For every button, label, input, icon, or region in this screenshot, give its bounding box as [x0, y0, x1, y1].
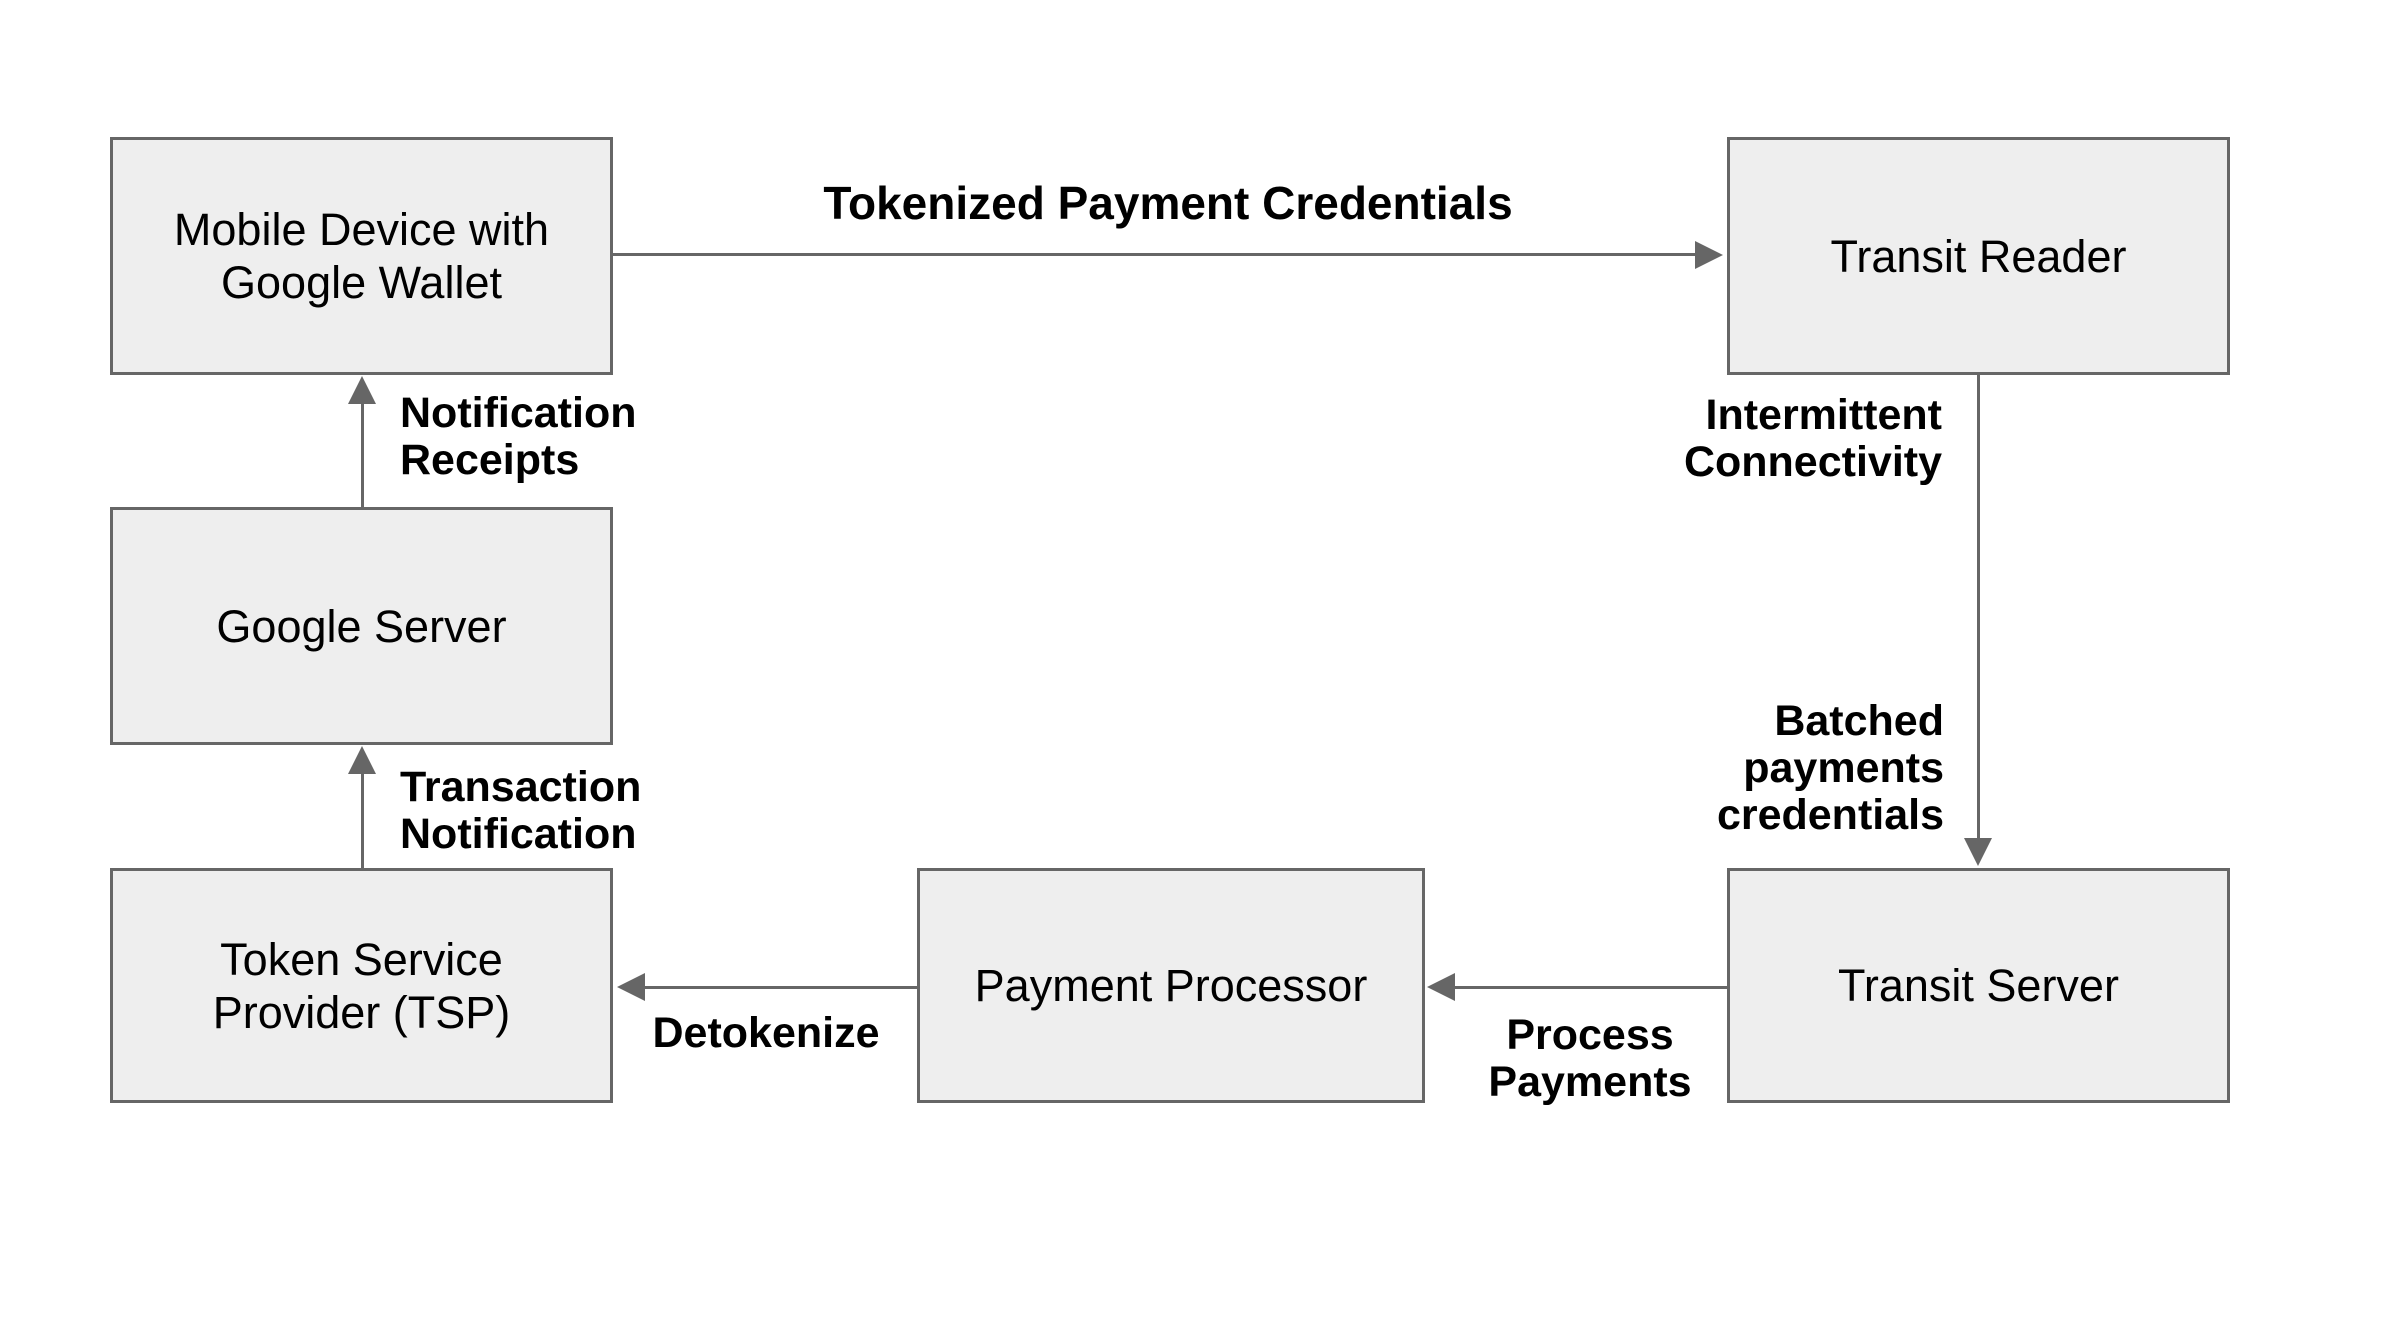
node-label: Transit Server — [1838, 960, 2119, 1011]
node-mobile-device-google-wallet: Mobile Device with Google Wallet — [110, 137, 613, 375]
label-intermittent-connectivity: Intermittent Connectivity — [1542, 392, 1942, 486]
node-label: Payment Processor — [974, 960, 1368, 1011]
edge-transit-reader-to-transit-server — [1977, 375, 1980, 840]
label-line: credentials — [1716, 791, 1944, 839]
label-line: Intermittent — [1705, 391, 1943, 439]
edge-transit-server-to-payment-processor — [1455, 986, 1727, 989]
node-payment-processor: Payment Processor — [917, 868, 1425, 1103]
arrowhead-down-icon — [1964, 838, 1992, 866]
edge-mobile-to-transit-reader — [613, 253, 1699, 256]
label-line: Notification — [400, 389, 637, 437]
label-line: Batched — [1774, 697, 1944, 745]
label-line: Process — [1506, 1011, 1674, 1059]
label-line: Transaction — [400, 763, 642, 811]
edge-tsp-to-google-server — [361, 768, 364, 868]
label-line: Notification — [400, 810, 637, 858]
label-process-payments: Process Payments — [1390, 1012, 1790, 1106]
label-line: Detokenize — [652, 1009, 880, 1057]
node-label: Mobile Device with — [173, 204, 550, 255]
label-line: Connectivity — [1683, 438, 1942, 486]
node-label: Provider (TSP) — [212, 986, 511, 1038]
label-line: Receipts — [400, 436, 580, 484]
arrowhead-up-icon — [348, 746, 376, 774]
node-label: Token Service — [220, 933, 503, 985]
node-label: Google Server — [216, 600, 507, 652]
arrowhead-up-icon — [348, 376, 376, 404]
edge-payment-processor-to-tsp — [645, 986, 917, 989]
edge-google-server-to-mobile — [361, 398, 364, 507]
node-token-service-provider: Token Service Provider (TSP) — [110, 868, 613, 1103]
label-batched-payments-credentials: Batched payments credentials — [1544, 698, 1944, 839]
label-detokenize: Detokenize — [566, 1010, 966, 1057]
node-google-server: Google Server — [110, 507, 613, 745]
node-transit-reader: Transit Reader — [1727, 137, 2230, 375]
arrowhead-left-icon — [1427, 973, 1455, 1001]
label-notification-receipts: Notification Receipts — [400, 390, 636, 484]
label-transaction-notification: Transaction Notification — [400, 764, 641, 858]
label-line: Payments — [1488, 1058, 1692, 1106]
node-label: Transit Reader — [1830, 230, 2127, 282]
label-tokenized-payment-credentials: Tokenized Payment Credentials — [823, 177, 1513, 229]
node-label: Google Wallet — [221, 257, 502, 308]
label-line: payments — [1743, 744, 1944, 792]
arrowhead-left-icon — [617, 973, 645, 1001]
arrowhead-right-icon — [1695, 241, 1723, 269]
node-transit-server: Transit Server — [1727, 868, 2230, 1103]
